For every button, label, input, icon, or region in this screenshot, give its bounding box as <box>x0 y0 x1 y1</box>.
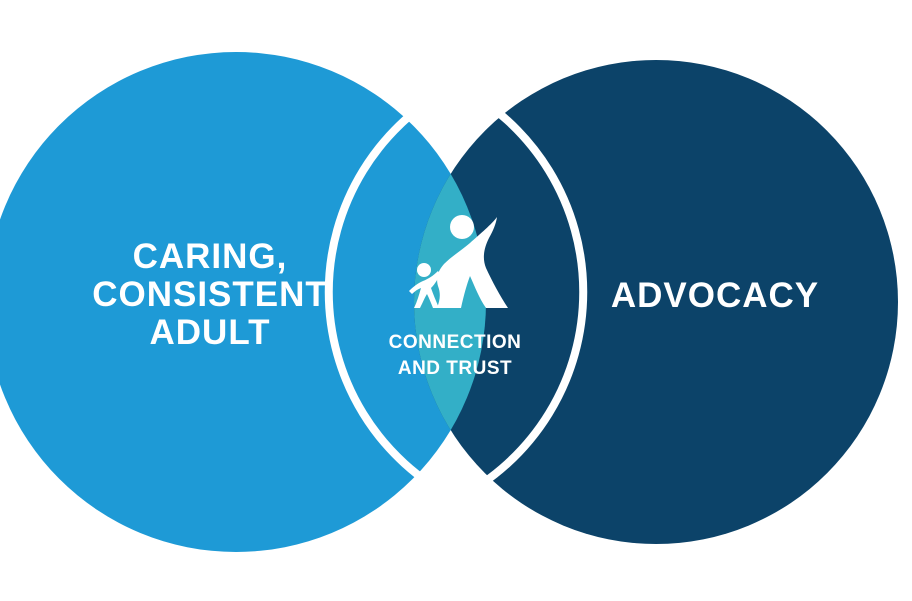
intersection-outline <box>324 81 588 503</box>
right-circle-label: ADVOCACY <box>570 276 860 316</box>
left-label-line: CARING, <box>132 237 288 276</box>
left-circle-label: CARING, CONSISTENT ADULT <box>60 238 360 352</box>
intersection-label: CONNECTION AND TRUST <box>355 330 555 382</box>
adult-and-child-icon <box>409 215 508 308</box>
intersection-label-line: AND TRUST <box>397 358 513 379</box>
left-label-line: CONSISTENT <box>92 275 328 314</box>
right-label-line: ADVOCACY <box>610 276 820 315</box>
left-circle <box>0 52 486 552</box>
left-label-line: ADULT <box>149 313 271 352</box>
intersection-label-line: CONNECTION <box>388 332 522 353</box>
right-circle <box>414 60 898 544</box>
